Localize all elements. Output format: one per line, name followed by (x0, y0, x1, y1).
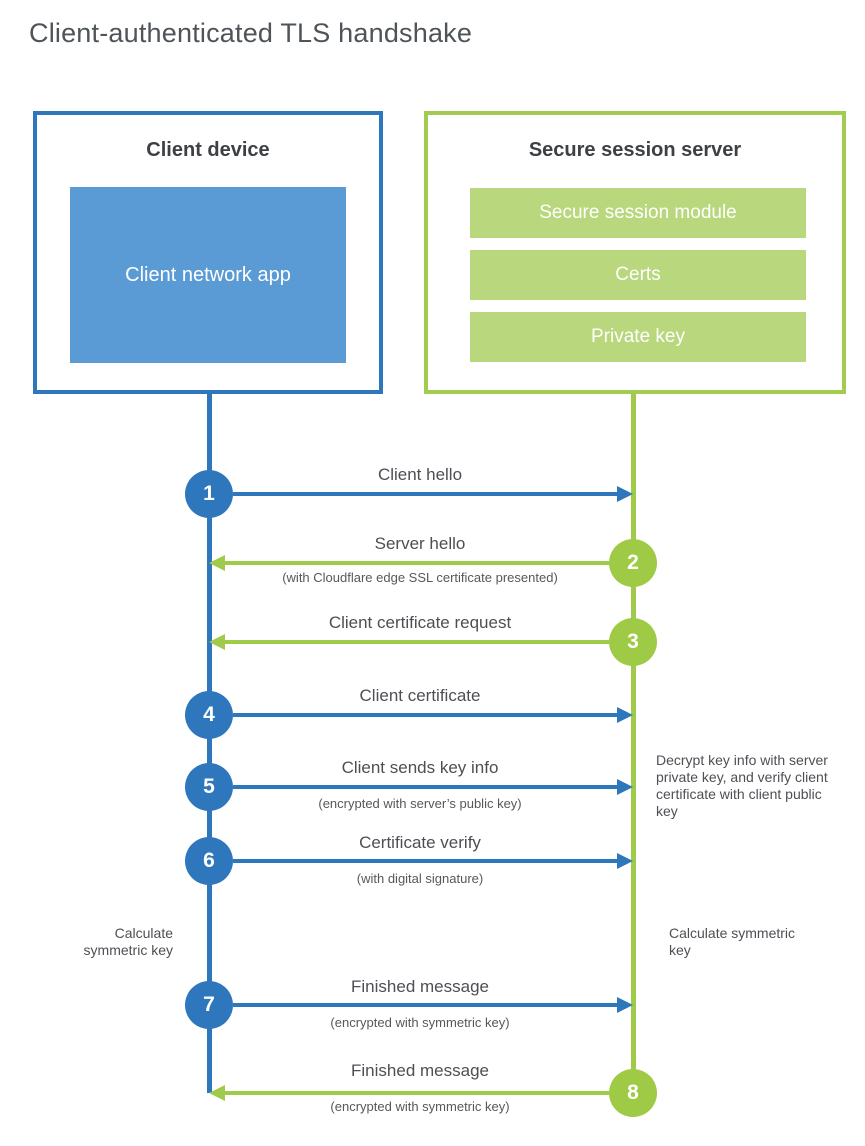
server-decrypt-note: Decrypt key info with server private key… (656, 752, 828, 819)
arrow-head-right-icon (617, 779, 633, 795)
step-label: Finished message (351, 977, 489, 996)
arrow-head-right-icon (617, 707, 633, 723)
arrow-head-left-icon (209, 1085, 225, 1101)
arrow-head-right-icon (617, 997, 633, 1013)
step-sublabel: (with digital signature) (356, 871, 484, 886)
server-module-bar: Secure session module (470, 188, 806, 238)
server-lifeline (631, 394, 636, 1095)
server-certs-bar: Certs (470, 250, 806, 300)
step-sublabel: (encrypted with symmetric key) (330, 1015, 510, 1030)
arrow-left (225, 640, 609, 644)
step-label: Certificate verify (359, 833, 481, 852)
step-label: Client certificate (359, 686, 481, 705)
step-circle-8: 8 (609, 1069, 657, 1117)
client-device-title: Client device (146, 139, 270, 161)
arrow-left (225, 561, 609, 565)
server-calculate-note: Calculate symmetric key (669, 925, 796, 958)
arrow-right (233, 713, 617, 717)
arrow-right (233, 785, 617, 789)
step-circle-3: 3 (609, 618, 657, 666)
step-circle-5: 5 (185, 763, 233, 811)
arrow-left (225, 1091, 609, 1095)
step-label: Finished message (351, 1061, 489, 1080)
step-label: Client hello (377, 465, 463, 484)
step-sublabel: (encrypted with server’s public key) (318, 796, 522, 811)
step-label: Client sends key info (341, 758, 499, 777)
client-calculate-note: Calculate symmetric key (83, 925, 173, 958)
step-label: Client certificate request (328, 613, 512, 632)
step-circle-1: 1 (185, 470, 233, 518)
step-sublabel: (encrypted with symmetric key) (330, 1099, 510, 1114)
arrow-head-right-icon (617, 486, 633, 502)
step-circle-6: 6 (185, 837, 233, 885)
client-network-app-box: Client network app (70, 187, 346, 363)
client-lifeline (207, 394, 212, 1093)
arrow-right (233, 492, 617, 496)
arrow-head-left-icon (209, 634, 225, 650)
arrow-right (233, 1003, 617, 1007)
arrow-right (233, 859, 617, 863)
arrow-head-right-icon (617, 853, 633, 869)
server-private-key-bar: Private key (470, 312, 806, 362)
step-circle-4: 4 (185, 691, 233, 739)
page-title: Client-authenticated TLS handshake (29, 18, 473, 48)
server-title: Secure session server (528, 139, 742, 161)
step-circle-7: 7 (185, 981, 233, 1029)
arrow-head-left-icon (209, 555, 225, 571)
step-sublabel: (with Cloudflare edge SSL certificate pr… (282, 570, 558, 585)
step-label: Server hello (374, 534, 466, 553)
step-circle-2: 2 (609, 539, 657, 587)
